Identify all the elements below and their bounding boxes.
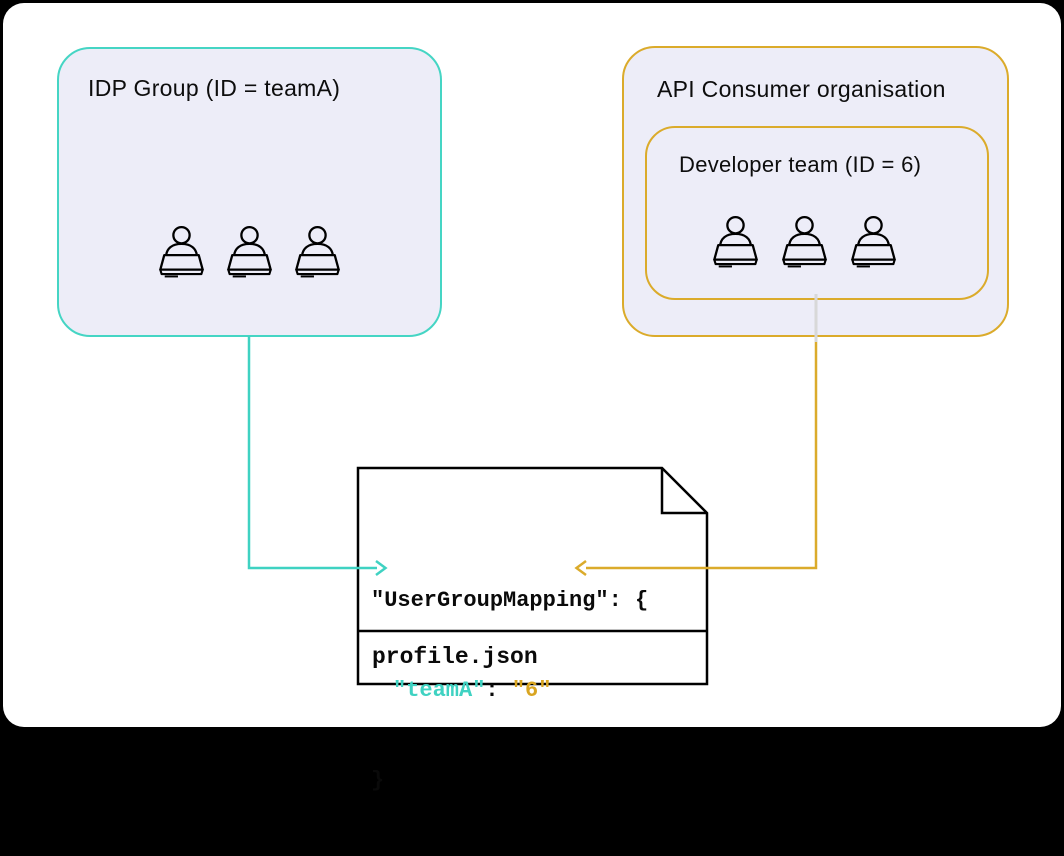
code-line-3: }: [371, 768, 385, 793]
json-code: "UserGroupMapping": { "teamA": "6" }: [371, 526, 648, 856]
folded-corner: [660, 468, 707, 515]
idp-group-members: [155, 222, 344, 282]
code-key-teamA: "teamA": [393, 678, 486, 703]
code-line-2: "teamA": "6": [371, 676, 648, 706]
user-laptop-icon: [291, 222, 344, 282]
connector-idp-to-teamA: [247, 336, 377, 570]
user-laptop-icon: [223, 222, 276, 282]
api-consumer-org-box: API Consumer organisation Developer team…: [622, 46, 1009, 337]
user-laptop-icon: [778, 213, 831, 271]
code-line-1: "UserGroupMapping": {: [371, 588, 649, 613]
user-laptop-icon: [847, 213, 900, 271]
developer-team-members: [709, 213, 900, 271]
user-laptop-icon: [709, 213, 762, 271]
code-separator: :: [485, 678, 512, 703]
idp-group-box: IDP Group (ID = teamA): [57, 47, 442, 337]
idp-group-title: IDP Group (ID = teamA): [88, 75, 341, 101]
code-value-6: "6": [511, 678, 552, 703]
api-consumer-org-title: API Consumer organisation: [657, 76, 946, 102]
user-laptop-icon: [155, 222, 208, 282]
developer-team-box: Developer team (ID = 6): [645, 126, 989, 300]
document-filename: profile.json: [372, 644, 538, 670]
diagram-canvas: IDP Group (ID = teamA) API Consumer orga…: [3, 3, 1061, 793]
developer-team-title: Developer team (ID = 6): [679, 152, 922, 177]
